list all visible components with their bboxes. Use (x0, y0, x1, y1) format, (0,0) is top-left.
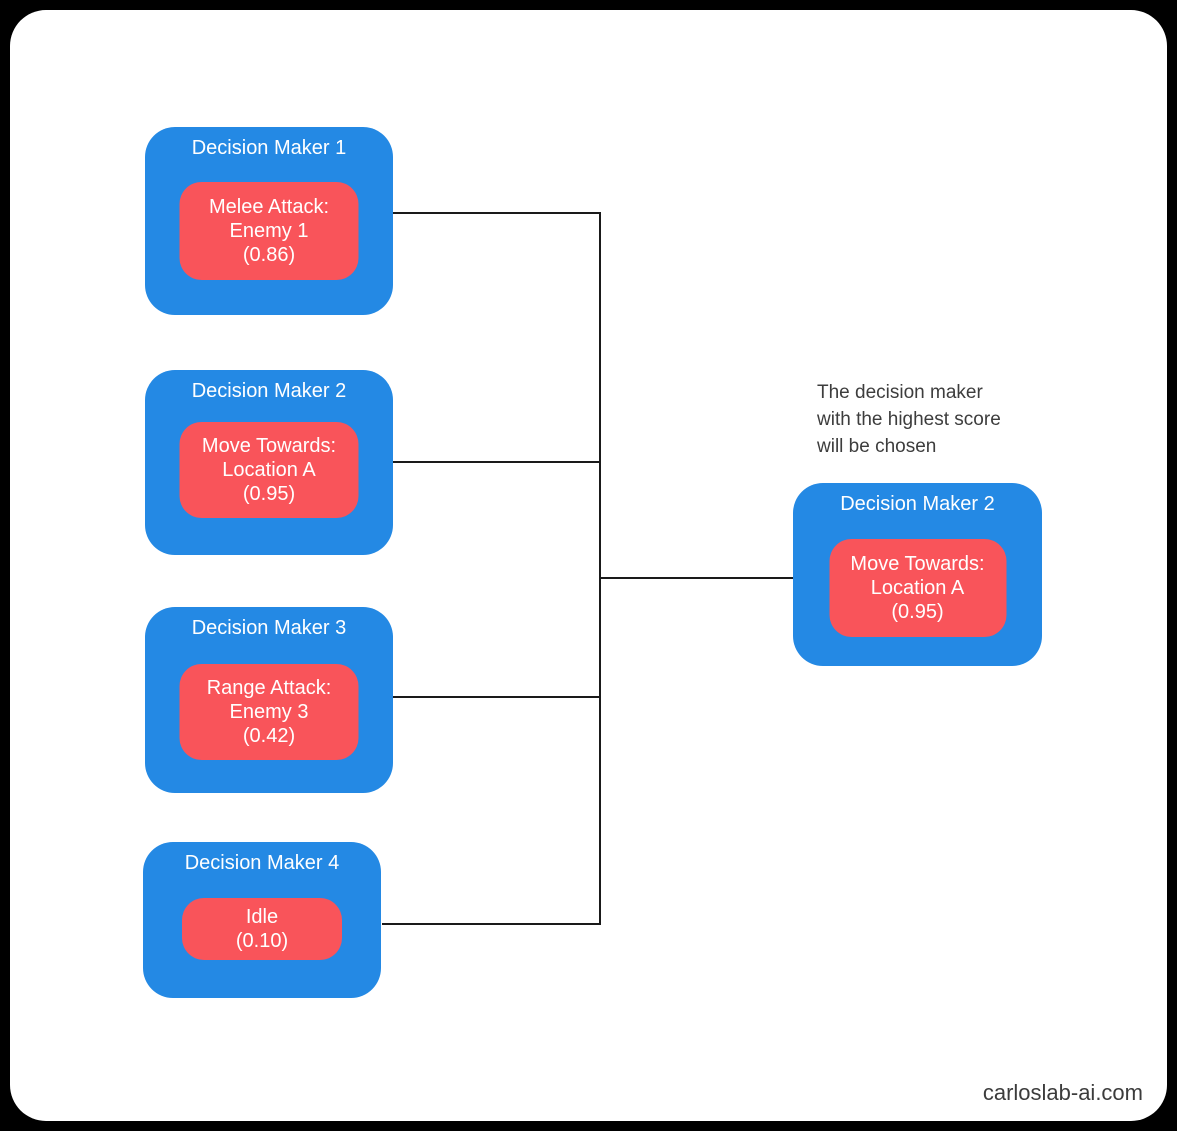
chosen-decision-maker-action: Move Towards: Location A (0.95) (829, 539, 1006, 637)
decision-maker-2-action: Move Towards: Location A (0.95) (179, 422, 359, 518)
watermark-text: carloslab-ai.com (982, 1080, 1143, 1105)
decision-maker-4-card: Decision Maker 4 Idle (0.10) (143, 842, 381, 998)
decision-maker-1-title: Decision Maker 1 (191, 137, 347, 159)
decision-maker-1-action: Melee Attack: Enemy 1 (0.86) (179, 182, 359, 280)
decision-maker-4-action: Idle (0.10) (182, 898, 342, 960)
decision-maker-3-action: Range Attack: Enemy 3 (0.42) (179, 664, 359, 760)
chosen-decision-maker-card: Decision Maker 2 Move Towards: Location … (793, 483, 1042, 666)
decision-maker-3-card: Decision Maker 3 Range Attack: Enemy 3 (… (145, 607, 393, 793)
decision-maker-3-title: Decision Maker 3 (191, 617, 347, 639)
decision-maker-2-title: Decision Maker 2 (191, 380, 347, 402)
chosen-decision-maker-title: Decision Maker 2 (840, 493, 995, 515)
decision-maker-1-card: Decision Maker 1 Melee Attack: Enemy 1 (… (145, 127, 393, 315)
annotation-text: The decision maker with the highest scor… (817, 382, 1001, 457)
decision-maker-2-card: Decision Maker 2 Move Towards: Location … (145, 370, 393, 555)
decision-maker-4-title: Decision Maker 4 (184, 852, 340, 874)
